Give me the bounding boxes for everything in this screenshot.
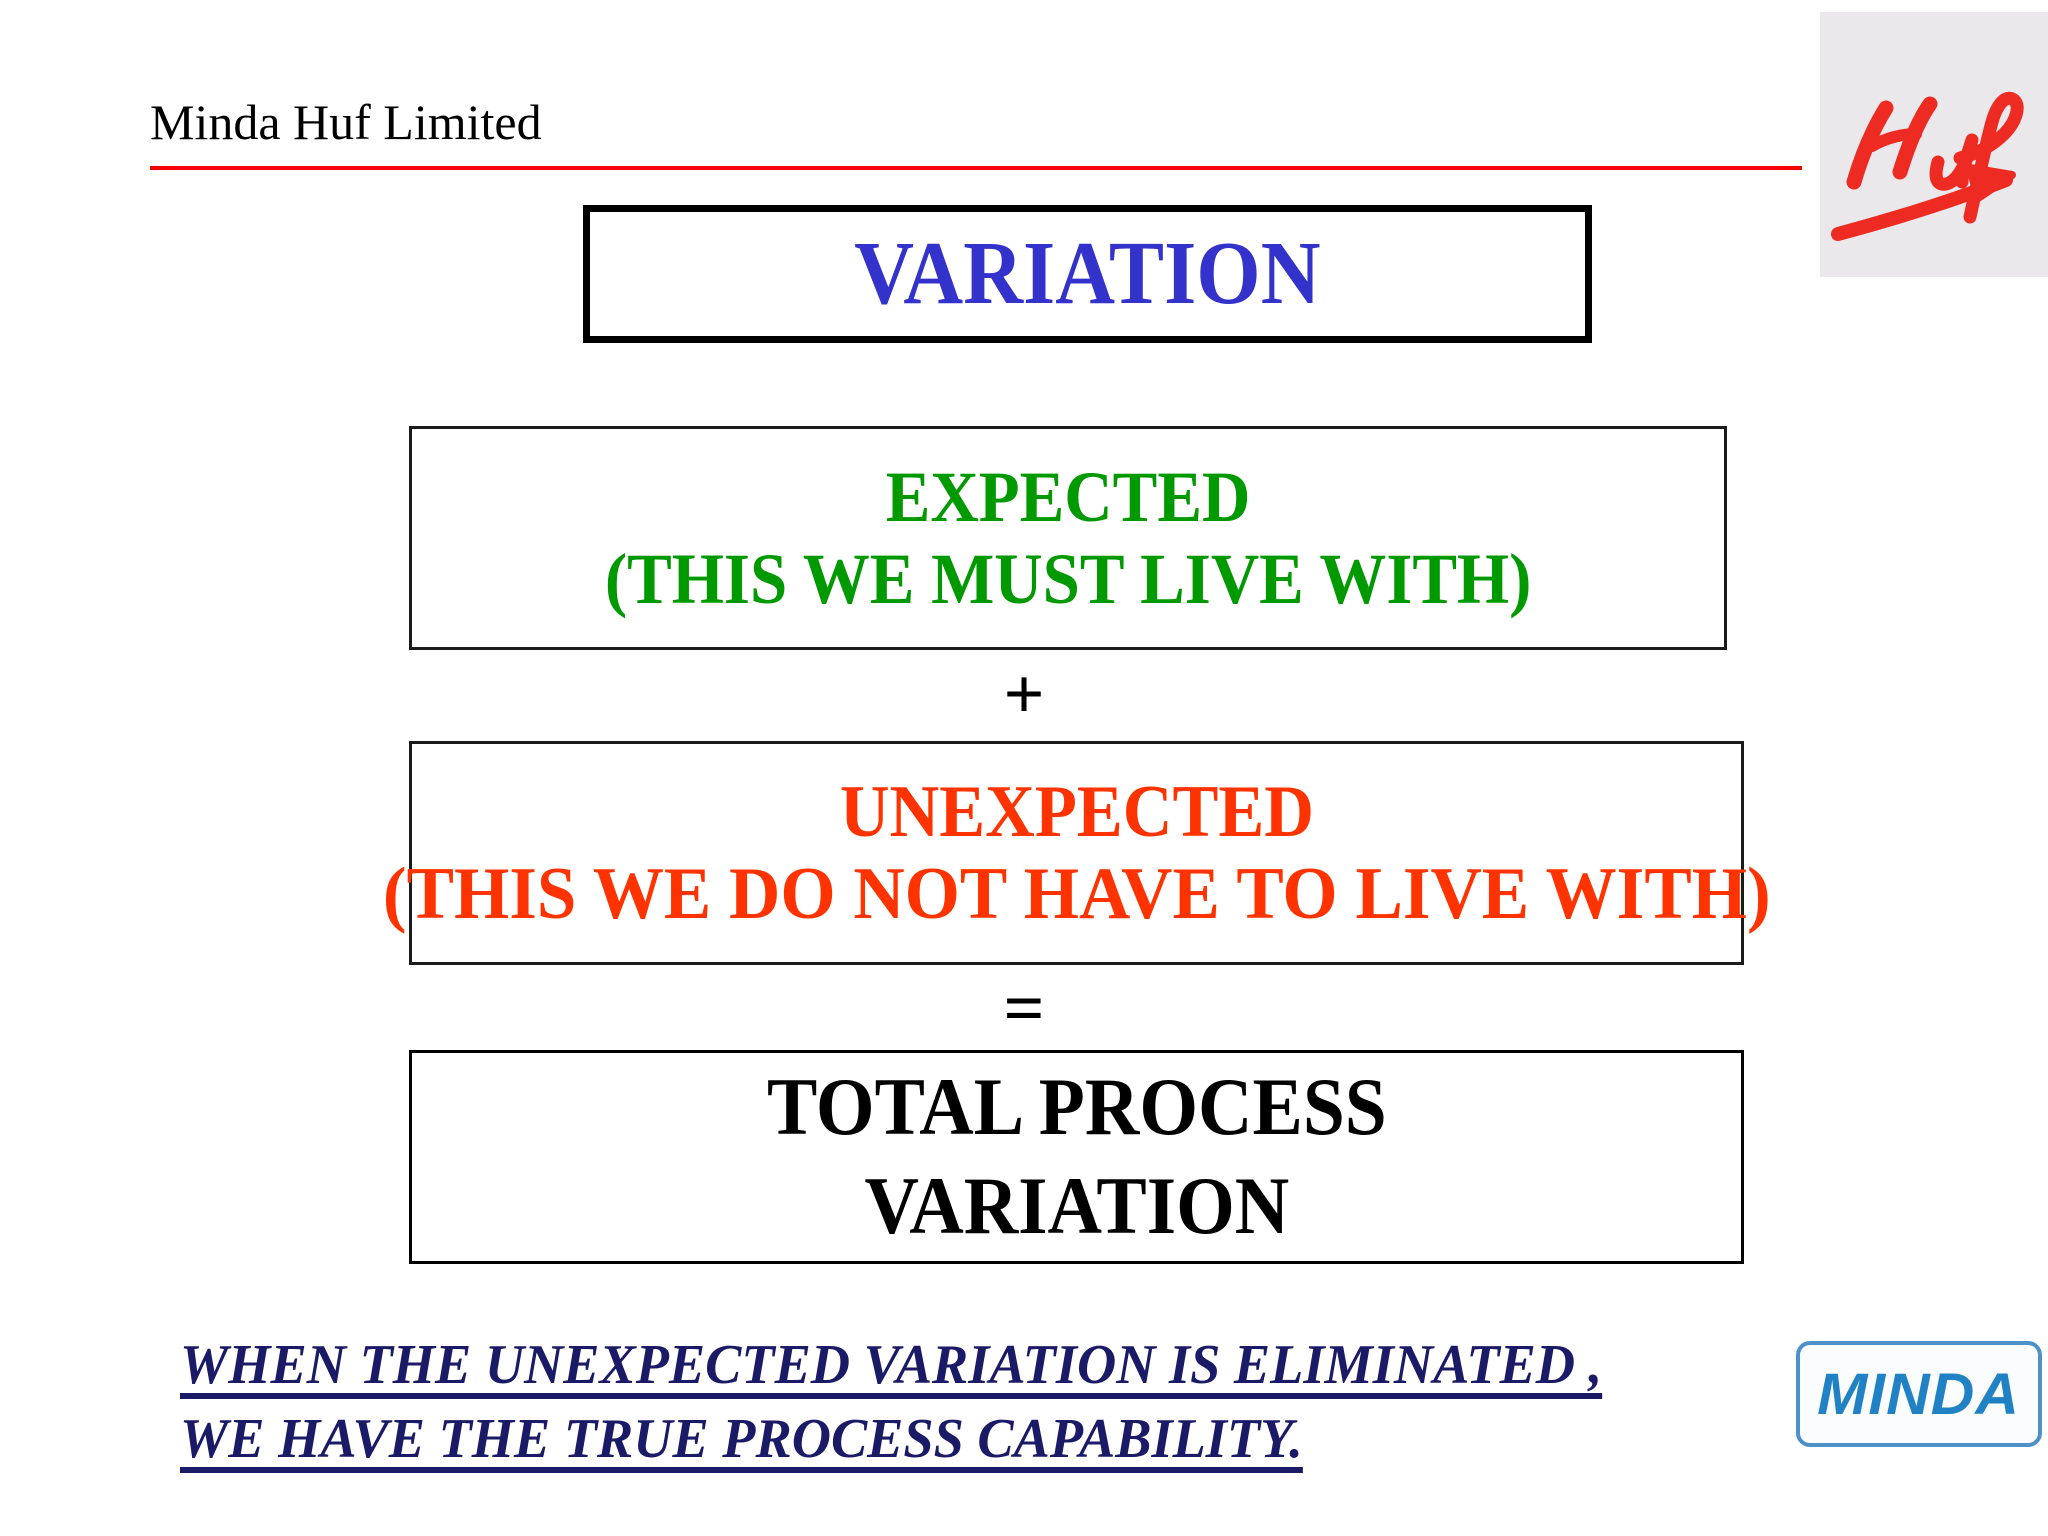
footer-note-line1: WHEN THE UNEXPECTED VARIATION IS ELIMINA…: [180, 1334, 1603, 1396]
expected-box: EXPECTED (THIS WE MUST LIVE WITH): [409, 426, 1727, 650]
variation-title-text: VARIATION: [854, 224, 1321, 324]
variation-title-box: VARIATION: [583, 205, 1592, 343]
page-title: Minda Huf Limited: [150, 94, 542, 150]
plus-operator: +: [1003, 654, 1045, 734]
equals-operator: =: [1003, 968, 1045, 1048]
huf-logo: [1820, 12, 2048, 277]
huf-wordmark-icon: [1831, 91, 2024, 241]
total-heading-line1: TOTAL PROCESS: [766, 1061, 1387, 1153]
expected-heading: EXPECTED: [885, 456, 1251, 537]
footer-note-line2: WE HAVE THE TRUE PROCESS CAPABILITY.: [180, 1407, 1303, 1470]
footer-note: WHEN THE UNEXPECTED VARIATION IS ELIMINA…: [180, 1329, 1780, 1477]
unexpected-box: UNEXPECTED (THIS WE DO NOT HAVE TO LIVE …: [383, 741, 1770, 965]
total-heading-line2: VARIATION: [864, 1160, 1289, 1251]
unexpected-heading: UNEXPECTED: [839, 770, 1314, 853]
minda-wordmark-text: MINDA: [1817, 1361, 2021, 1427]
total-process-variation-box: TOTAL PROCESS VARIATION: [409, 1050, 1744, 1264]
unexpected-subtext: (THIS WE DO NOT HAVE TO LIVE WITH): [382, 853, 1771, 935]
minda-logo: MINDA: [1796, 1341, 2042, 1447]
expected-subtext: (THIS WE MUST LIVE WITH): [604, 539, 1532, 619]
header-divider-rule: [150, 166, 1802, 170]
